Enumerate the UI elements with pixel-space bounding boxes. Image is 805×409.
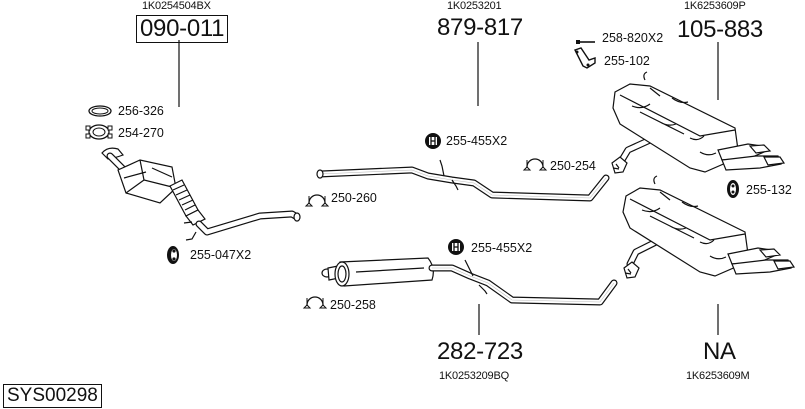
part-number-rear-top[interactable]: 105-883 — [677, 16, 763, 43]
system-code: SYS00298 — [3, 384, 102, 408]
part-number-front-pipe[interactable]: 879-817 — [437, 14, 523, 41]
u-clamp-icon — [302, 296, 328, 309]
accessory-hanger-middle[interactable]: 255-455X2 — [471, 241, 533, 255]
oem-number-rear-top: 1K6253609P — [684, 0, 746, 12]
oem-number-middle: 1K0253209BQ — [439, 370, 509, 382]
part-number-middle[interactable]: 282-723 — [437, 338, 523, 365]
accessory-rubber-mount-rear[interactable]: 255-132 — [746, 183, 792, 197]
oem-number-rear-bottom: 1K6253609M — [686, 370, 750, 382]
bracket-icon — [574, 47, 596, 69]
accessory-bolt[interactable]: 258-820X2 — [602, 31, 664, 45]
accessory-clamp-front[interactable]: 254-270 — [118, 126, 164, 140]
accessory-rubber-mount-cat[interactable]: 255-047X2 — [190, 248, 252, 262]
oem-number-front-pipe: 1K0253201 — [447, 0, 502, 12]
accessory-clamp-250-260[interactable]: 250-260 — [331, 191, 377, 205]
u-clamp-icon — [304, 194, 330, 207]
catalytic-converter-drawing[interactable] — [101, 147, 301, 241]
gasket-ring-icon — [88, 105, 112, 117]
front-pipe-drawing[interactable] — [316, 159, 610, 202]
rubber-hanger-icon — [425, 133, 441, 149]
clamp-icon — [85, 124, 113, 140]
rear-silencer-bottom-drawing[interactable] — [622, 175, 796, 279]
part-number-catalytic[interactable]: 090-011 — [136, 15, 229, 43]
middle-silencer-drawing[interactable] — [321, 257, 618, 306]
rubber-hanger-icon — [448, 239, 464, 255]
rubber-mount-icon — [727, 180, 739, 198]
accessory-hanger-front-pipe[interactable]: 255-455X2 — [446, 134, 508, 148]
bolt-icon — [576, 40, 595, 44]
accessory-gasket-ring[interactable]: 256-326 — [118, 104, 164, 118]
accessory-clamp-250-258[interactable]: 250-258 — [330, 298, 376, 312]
oem-number-catalytic: 1K0254504BX — [142, 0, 211, 12]
accessory-bracket[interactable]: 255-102 — [604, 54, 650, 68]
u-clamp-icon — [522, 158, 548, 171]
rubber-mount-icon — [167, 246, 179, 264]
rear-silencer-top-drawing[interactable] — [611, 71, 786, 174]
accessory-clamp-250-254[interactable]: 250-254 — [550, 159, 596, 173]
part-number-rear-bottom[interactable]: NA — [703, 338, 736, 365]
